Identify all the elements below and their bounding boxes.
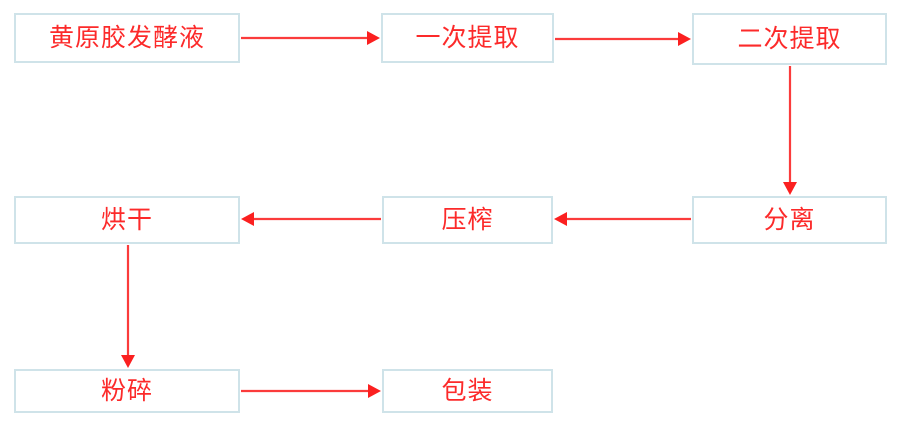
flow-node-fermentation-broth[interactable]: 黄原胶发酵液 bbox=[14, 13, 240, 63]
flow-node-label: 包装 bbox=[441, 377, 494, 405]
edge-arrowhead-icon bbox=[783, 182, 797, 195]
edge-arrowhead-icon bbox=[554, 212, 567, 226]
edge-arrowhead-icon bbox=[368, 384, 381, 398]
flow-edge-first-extraction-to-second-extraction bbox=[555, 32, 691, 46]
flow-node-crushing[interactable]: 粉碎 bbox=[14, 369, 240, 413]
flow-edge-separation-to-pressing bbox=[554, 212, 691, 226]
flow-node-label: 二次提取 bbox=[737, 25, 842, 53]
flow-node-label: 粉碎 bbox=[100, 377, 153, 405]
flow-node-first-extraction[interactable]: 一次提取 bbox=[381, 13, 554, 63]
flow-node-drying[interactable]: 烘干 bbox=[14, 196, 240, 244]
flow-node-second-extraction[interactable]: 二次提取 bbox=[692, 13, 887, 65]
flow-node-label: 烘干 bbox=[100, 206, 153, 234]
flow-edge-drying-to-crushing bbox=[121, 245, 135, 368]
flow-node-separation[interactable]: 分离 bbox=[692, 196, 887, 244]
flow-node-label: 压榨 bbox=[441, 206, 494, 234]
flow-node-label: 一次提取 bbox=[415, 24, 520, 52]
edge-arrowhead-icon bbox=[121, 355, 135, 368]
flow-node-label: 黄原胶发酵液 bbox=[48, 24, 205, 52]
flow-edge-crushing-to-packaging bbox=[241, 384, 381, 398]
flow-node-packaging[interactable]: 包装 bbox=[382, 369, 553, 413]
flow-edge-second-extraction-to-separation bbox=[783, 66, 797, 195]
flow-edge-pressing-to-drying bbox=[241, 212, 381, 226]
flow-node-pressing[interactable]: 压榨 bbox=[382, 196, 553, 244]
edge-arrowhead-icon bbox=[241, 212, 254, 226]
edge-arrowhead-icon bbox=[367, 31, 380, 45]
edge-arrowhead-icon bbox=[678, 32, 691, 46]
flow-node-label: 分离 bbox=[763, 206, 816, 234]
flow-edge-fermentation-broth-to-first-extraction bbox=[241, 31, 380, 45]
